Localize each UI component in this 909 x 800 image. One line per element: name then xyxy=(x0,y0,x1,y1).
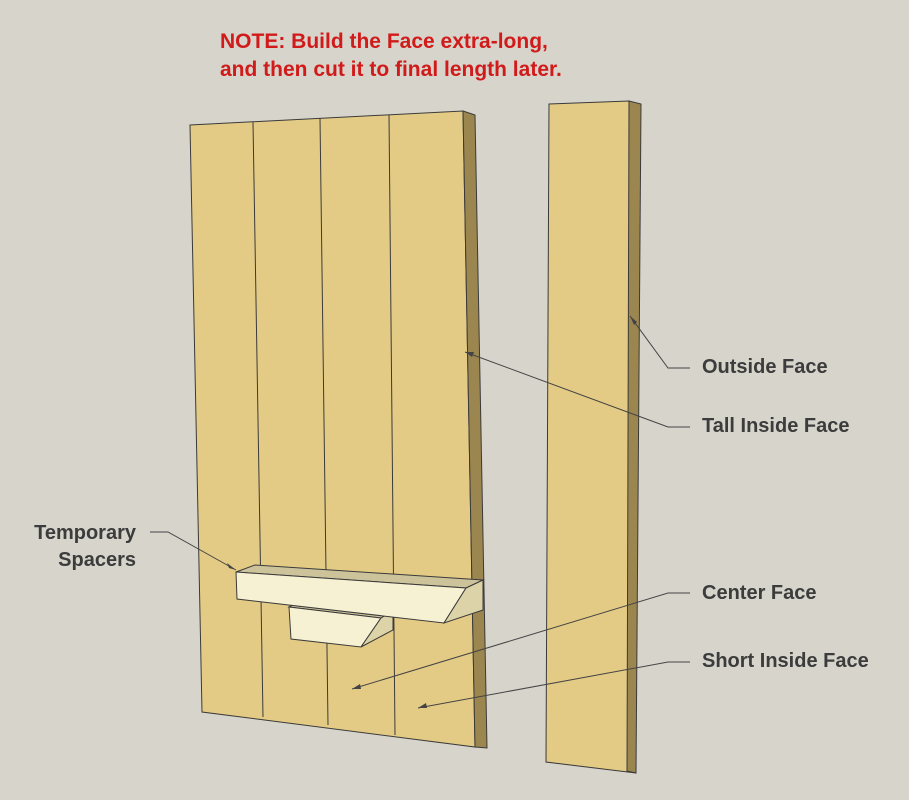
label-temporary-spacers-line-1: Temporary xyxy=(34,522,136,544)
note-text: NOTE: Build the Face extra-long, and the… xyxy=(220,28,562,84)
leader-temporary-spacers xyxy=(150,531,237,571)
label-short-inside-face: Short Inside Face xyxy=(702,650,869,672)
leader-center-face xyxy=(351,592,690,690)
label-outside-face: Outside Face xyxy=(702,356,828,378)
leader-tall-inside-face xyxy=(464,351,690,428)
note-line-2: and then cut it to final length later. xyxy=(220,58,562,81)
outside-board-side-edge xyxy=(626,100,642,774)
arrowhead-outside-face xyxy=(630,316,637,325)
temporary-spacers xyxy=(235,564,485,648)
label-temporary-spacers-line-2: Spacers xyxy=(58,549,136,571)
arrowhead-tall-inside-face xyxy=(465,352,474,357)
seam-1 xyxy=(252,121,264,718)
arrowhead-short-inside-face xyxy=(418,703,427,708)
leader-arrowheads xyxy=(227,316,637,708)
label-center-face: Center Face xyxy=(702,582,817,604)
note-line-1: NOTE: Build the Face extra-long, xyxy=(220,30,548,53)
outside-board-front xyxy=(545,100,637,774)
arrowhead-temporary-spacers xyxy=(227,563,236,570)
leader-lines xyxy=(150,315,690,709)
label-tall-inside-face: Tall Inside Face xyxy=(702,415,850,437)
leader-outside-face xyxy=(629,315,690,369)
leader-short-inside-face xyxy=(417,661,690,709)
long-spacer-side xyxy=(442,579,484,624)
panel-front xyxy=(189,110,476,748)
label-temporary-spacers: Temporary Spacers xyxy=(20,520,136,574)
seam-3 xyxy=(388,114,396,736)
outside-face-board xyxy=(545,100,642,774)
assembled-face-panel xyxy=(189,110,488,749)
arrowhead-center-face xyxy=(352,684,361,689)
